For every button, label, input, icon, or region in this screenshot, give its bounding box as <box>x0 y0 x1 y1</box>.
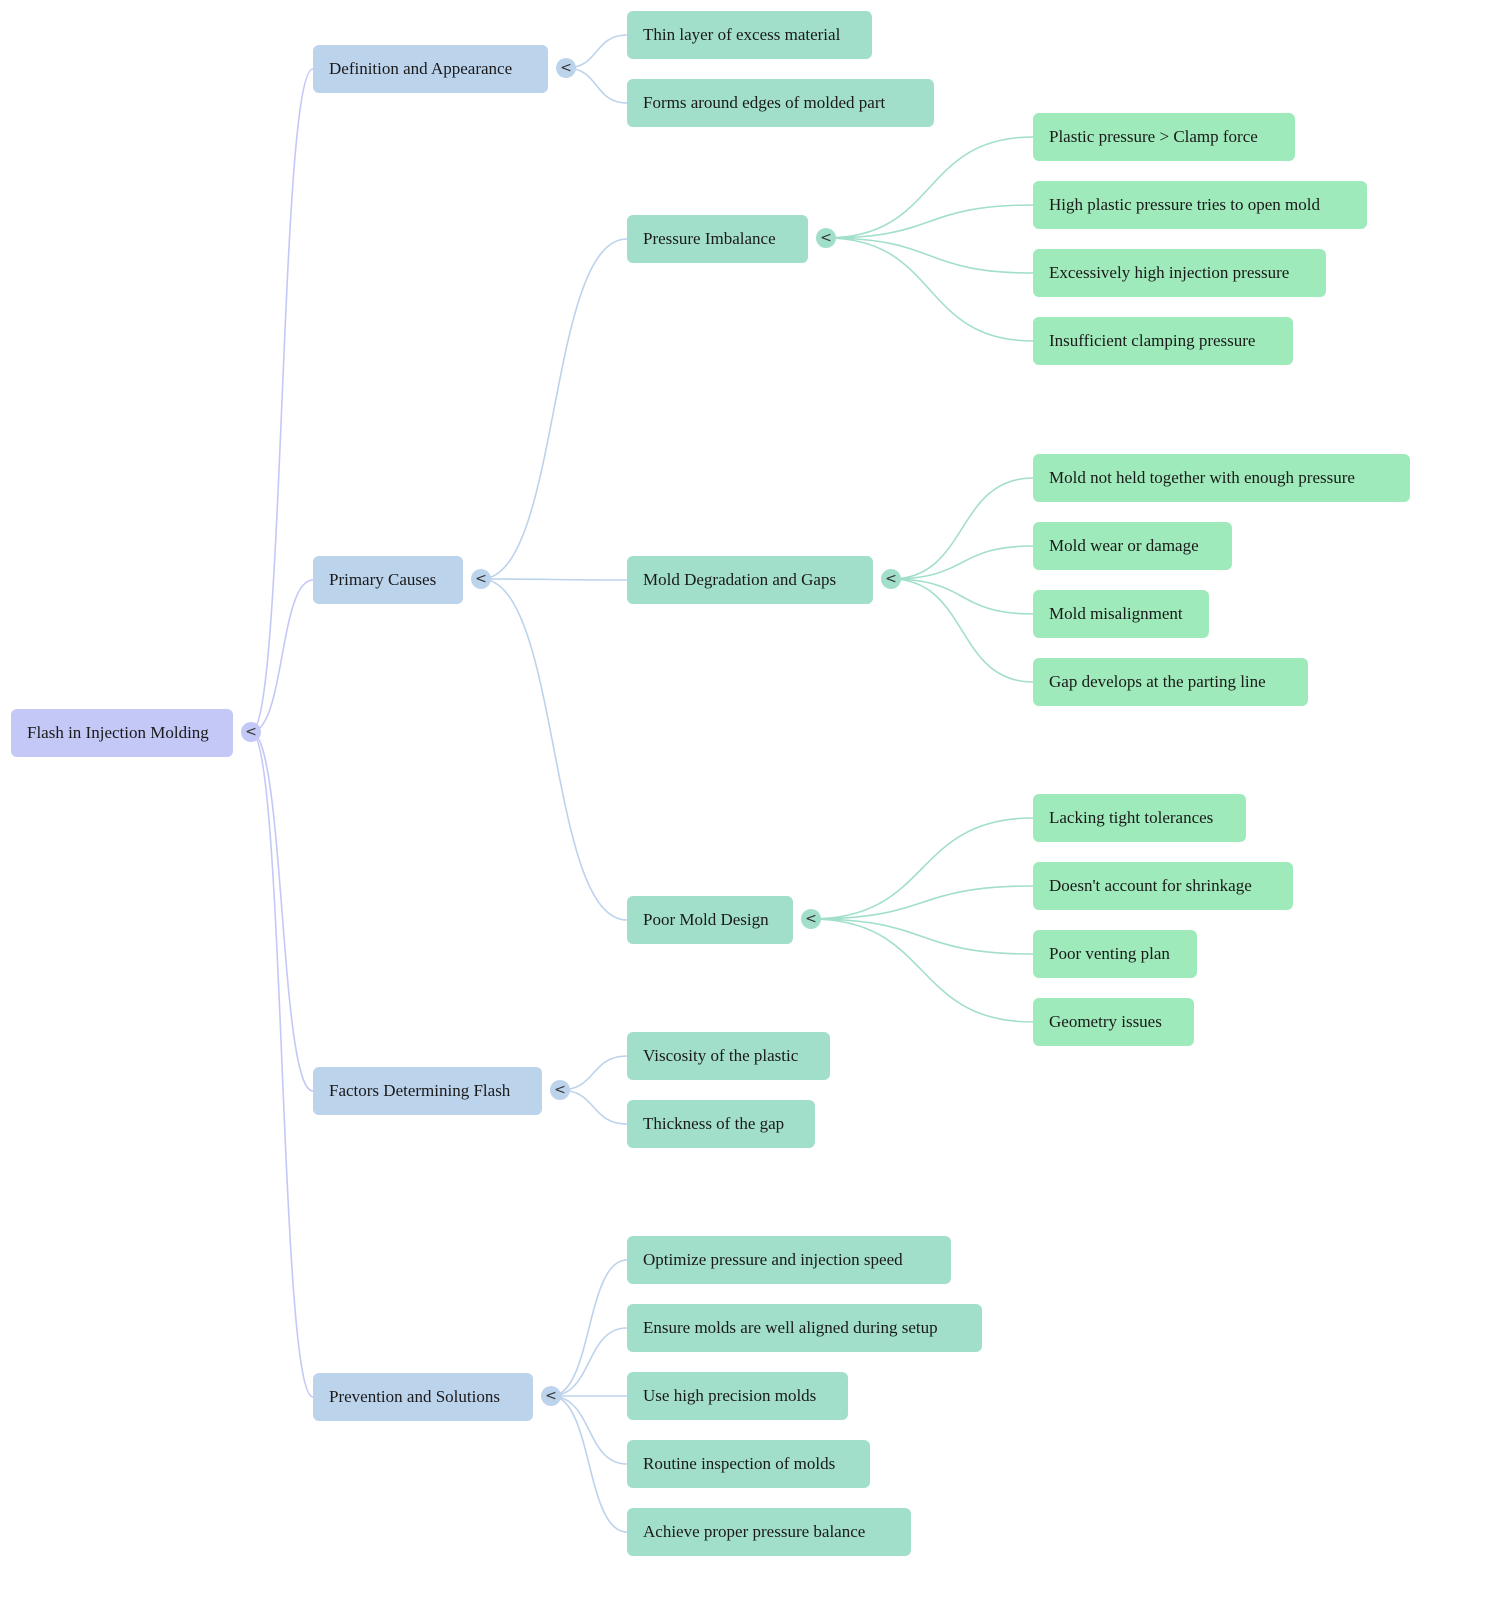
root-node[interactable]: Flash in Injection Molding <box>11 709 233 757</box>
collapse-toggle-icon[interactable]: < <box>801 909 821 929</box>
leaf-node[interactable]: Achieve proper pressure balance <box>627 1508 911 1556</box>
leaf-node[interactable]: Mold wear or damage <box>1033 522 1232 570</box>
connector-line <box>565 67 628 104</box>
branch-prevention-and-solutions[interactable]: Prevention and Solutions <box>313 1373 533 1421</box>
connector-line <box>810 918 1034 1023</box>
collapse-toggle-icon[interactable]: < <box>241 722 261 742</box>
connector-line <box>480 578 628 921</box>
leaf-node[interactable]: Plastic pressure > Clamp force <box>1033 113 1295 161</box>
leaf-node[interactable]: Thickness of the gap <box>627 1100 815 1148</box>
collapse-toggle-icon[interactable]: < <box>541 1386 561 1406</box>
branch-pressure-imbalance[interactable]: Pressure Imbalance <box>627 215 808 263</box>
connector-line <box>825 204 1034 239</box>
connector-line <box>250 731 314 1398</box>
leaf-node[interactable]: Ensure molds are well aligned during set… <box>627 1304 982 1352</box>
connector-line <box>480 578 628 581</box>
connector-line <box>250 68 314 733</box>
connector-line <box>250 579 314 733</box>
branch-poor-mold-design[interactable]: Poor Mold Design <box>627 896 793 944</box>
branch-factors-determining-flash[interactable]: Factors Determining Flash <box>313 1067 542 1115</box>
collapse-toggle-icon[interactable]: < <box>816 228 836 248</box>
leaf-node[interactable]: Use high precision molds <box>627 1372 848 1420</box>
connector-line <box>825 136 1034 239</box>
branch-definition-and-appearance[interactable]: Definition and Appearance <box>313 45 548 93</box>
collapse-toggle-icon[interactable]: < <box>881 569 901 589</box>
connector-line <box>550 1395 628 1533</box>
leaf-node[interactable]: Mold not held together with enough press… <box>1033 454 1410 502</box>
leaf-node[interactable]: Thin layer of excess material <box>627 11 872 59</box>
leaf-node[interactable]: Viscosity of the plastic <box>627 1032 830 1080</box>
connector-line <box>890 578 1034 683</box>
connector-line <box>550 1395 628 1465</box>
connector-line <box>810 918 1034 955</box>
leaf-node[interactable]: Doesn't account for shrinkage <box>1033 862 1293 910</box>
connector-line <box>810 885 1034 920</box>
leaf-node[interactable]: Lacking tight tolerances <box>1033 794 1246 842</box>
connector-line <box>550 1259 628 1397</box>
leaf-node[interactable]: Insufficient clamping pressure <box>1033 317 1293 365</box>
leaf-node[interactable]: High plastic pressure tries to open mold <box>1033 181 1367 229</box>
leaf-node[interactable]: Gap develops at the parting line <box>1033 658 1308 706</box>
connector-line <box>550 1327 628 1397</box>
leaf-node[interactable]: Routine inspection of molds <box>627 1440 870 1488</box>
connector-line <box>825 237 1034 342</box>
branch-mold-degradation-and-gaps[interactable]: Mold Degradation and Gaps <box>627 556 873 604</box>
collapse-toggle-icon[interactable]: < <box>471 569 491 589</box>
connector-line <box>890 545 1034 580</box>
collapse-toggle-icon[interactable]: < <box>550 1080 570 1100</box>
connector-line <box>810 817 1034 920</box>
collapse-toggle-icon[interactable]: < <box>556 58 576 78</box>
connector-line <box>559 1089 628 1125</box>
leaf-node[interactable]: Excessively high injection pressure <box>1033 249 1326 297</box>
branch-primary-causes[interactable]: Primary Causes <box>313 556 463 604</box>
connector-line <box>559 1055 628 1091</box>
leaf-node[interactable]: Geometry issues <box>1033 998 1194 1046</box>
leaf-node[interactable]: Poor venting plan <box>1033 930 1197 978</box>
connector-line <box>250 731 314 1092</box>
connector-line <box>825 237 1034 274</box>
connector-line <box>890 578 1034 615</box>
leaf-node[interactable]: Optimize pressure and injection speed <box>627 1236 951 1284</box>
connector-line <box>890 477 1034 580</box>
connector-line <box>480 238 628 580</box>
leaf-node[interactable]: Forms around edges of molded part <box>627 79 934 127</box>
leaf-node[interactable]: Mold misalignment <box>1033 590 1209 638</box>
